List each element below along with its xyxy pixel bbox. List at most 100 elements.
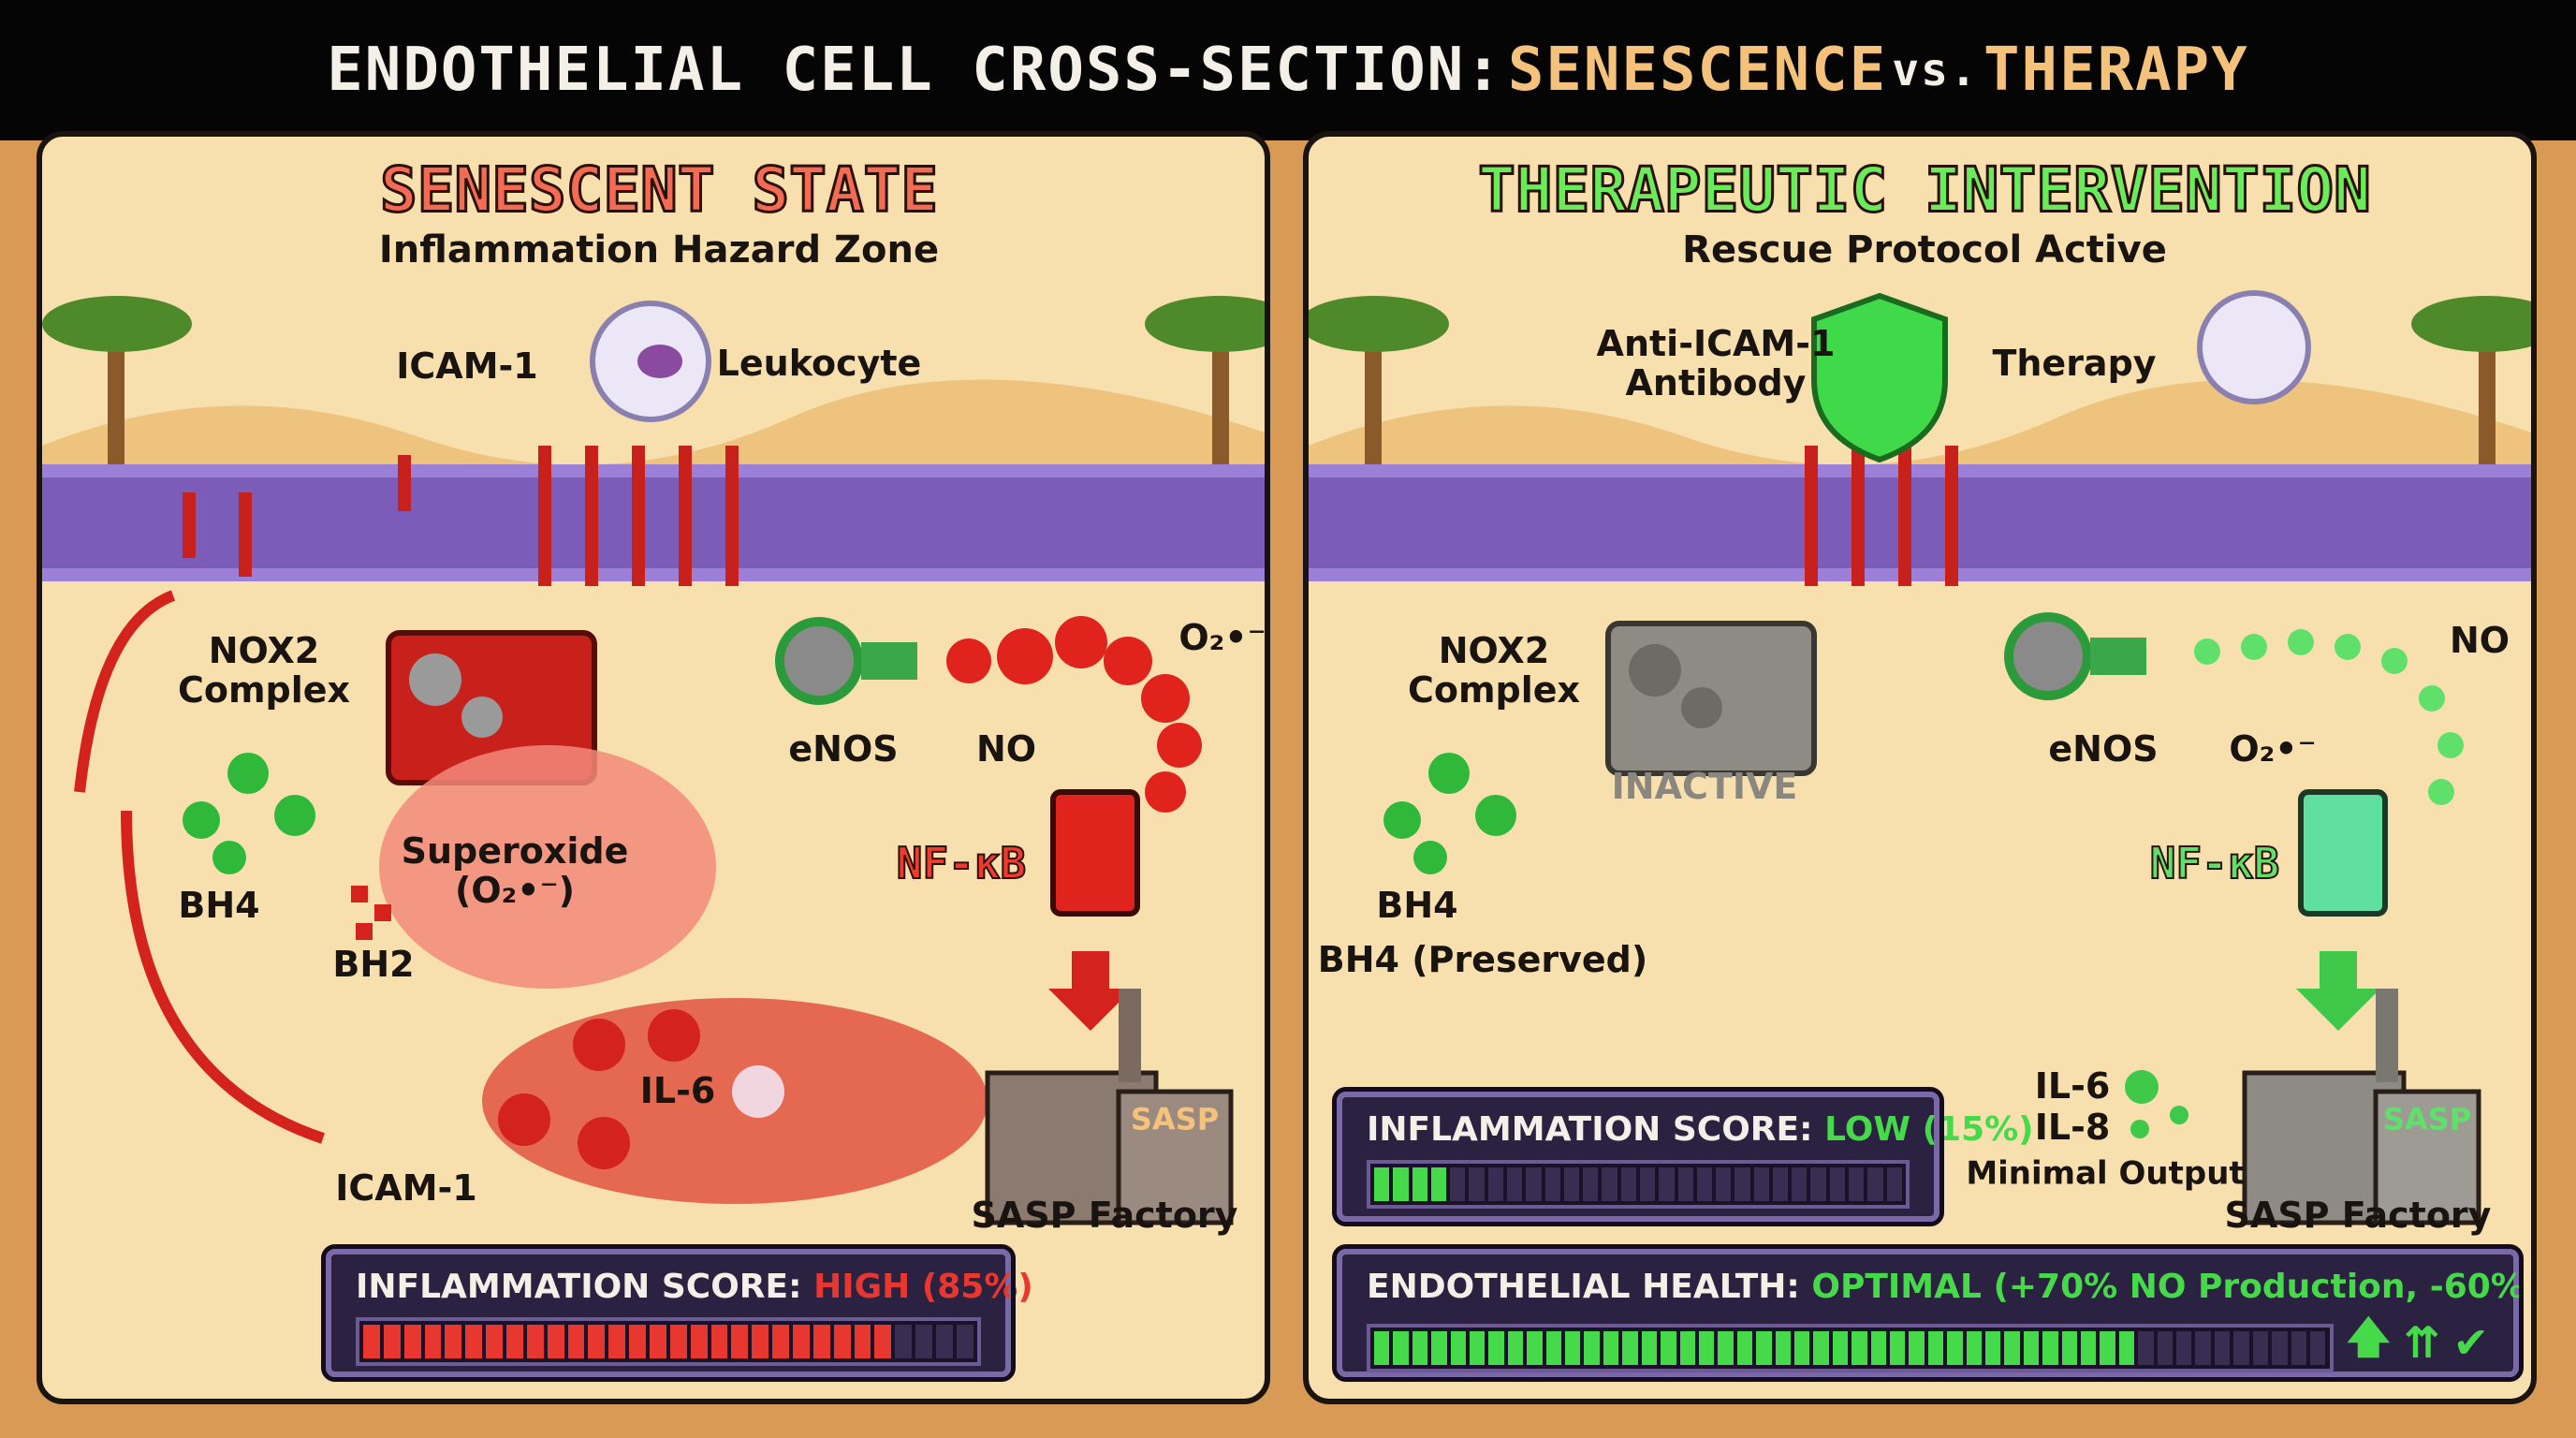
progress-segment <box>2004 1331 2020 1365</box>
progress-segment <box>1829 1167 1846 1201</box>
progress-segment <box>772 1325 790 1358</box>
progress-segment <box>2100 1331 2115 1365</box>
label-sasp-factory: SASP Factory <box>971 1195 1238 1237</box>
progress-segment <box>936 1325 953 1358</box>
progress-segment <box>2214 1331 2231 1365</box>
progress-segment <box>1716 1167 1732 1201</box>
progress-segment <box>710 1325 728 1358</box>
progress-segment <box>915 1325 933 1358</box>
progress-segment <box>1603 1331 1619 1365</box>
progress-segment <box>833 1325 851 1358</box>
title-bar: ENDOTHELIAL CELL CROSS-SECTION: SENESCEN… <box>0 0 2576 140</box>
progress-segment <box>1545 1331 1562 1365</box>
progress-segment <box>1544 1167 1560 1201</box>
label-leukocyte: Leukocyte <box>716 343 922 385</box>
icam-receptor-icon <box>1805 446 1958 586</box>
label-nox2: NOX2 Complex <box>1407 630 1581 711</box>
progress-segment <box>854 1325 871 1358</box>
panel-title: THERAPEUTIC INTERVENTION <box>1477 153 2373 227</box>
progress-segment <box>669 1325 687 1358</box>
progress-segment <box>1886 1167 1902 1201</box>
progress-segment <box>1718 1331 1734 1365</box>
score-label: INFLAMMATION SCORE: <box>356 1268 802 1306</box>
shield-icon <box>1811 292 1948 463</box>
inflammation-progress-bar <box>1367 1160 1910 1209</box>
progress-segment <box>629 1325 647 1358</box>
label-bh4: BH4 <box>178 885 260 927</box>
label-nox2: NOX2 Complex <box>177 630 351 711</box>
progress-segment <box>1620 1167 1636 1201</box>
sasp-factory-icon <box>2242 989 2481 1225</box>
label-antibody: Anti-ICAM-1 Antibody <box>1596 323 1836 404</box>
progress-segment <box>956 1325 973 1358</box>
progress-segment <box>2081 1331 2097 1365</box>
progress-segment <box>1450 1331 1467 1365</box>
progress-segment <box>608 1325 626 1358</box>
endothelial-health-panel: ENDOTHELIAL HEALTH: OPTIMAL (+70% NO Pro… <box>1332 1244 2531 1382</box>
label-il6: IL-6 <box>639 1070 716 1112</box>
bh4-molecule-icon <box>1383 753 1516 874</box>
progress-segment <box>1584 1331 1600 1365</box>
title-main: ENDOTHELIAL CELL CROSS-SECTION: <box>327 36 1503 105</box>
label-sasp-factory: SASP Factory <box>2224 1195 2492 1237</box>
score-value: HIGH (85%) <box>813 1268 1033 1306</box>
therapy-panel: THERAPEUTIC INTERVENTION Rescue Protocol… <box>1303 131 2537 1404</box>
label-enos: eNOS <box>788 728 899 770</box>
health-progress-bar <box>1367 1324 2334 1372</box>
progress-segment <box>2118 1331 2135 1365</box>
progress-segment <box>2195 1331 2211 1365</box>
progress-segment <box>1661 1331 1676 1365</box>
progress-segment <box>1526 1167 1542 1201</box>
superoxide-stream <box>946 616 1202 813</box>
label-enos: eNOS <box>2048 728 2159 770</box>
sasp-factory-icon <box>985 989 1234 1225</box>
skull-icon <box>732 1065 784 1118</box>
progress-segment <box>2023 1331 2040 1365</box>
progress-segment <box>2309 1331 2326 1365</box>
progress-segment <box>1852 1331 1867 1365</box>
progress-segment <box>403 1325 421 1358</box>
progress-segment <box>1849 1167 1865 1201</box>
bh4-molecule-icon <box>183 753 315 874</box>
panel-subtitle: Rescue Protocol Active <box>1682 228 2167 271</box>
progress-segment <box>1736 1331 1753 1365</box>
progress-segment <box>731 1325 749 1358</box>
label-no: NO <box>2449 620 2510 662</box>
progress-segment <box>690 1325 708 1358</box>
cell-membrane <box>42 464 1265 581</box>
progress-segment <box>588 1325 606 1358</box>
progress-segment <box>1450 1167 1466 1201</box>
progress-segment <box>1506 1167 1523 1201</box>
leukocyte-icon <box>2197 290 2311 404</box>
progress-segment <box>424 1325 442 1358</box>
panel-title: SENESCENT STATE <box>378 153 939 227</box>
score-label: INFLAMMATION SCORE: <box>1367 1110 1813 1149</box>
progress-segment <box>1756 1331 1772 1365</box>
progress-segment <box>2138 1331 2154 1365</box>
progress-segment <box>1507 1331 1524 1365</box>
progress-segment <box>1393 1167 1409 1201</box>
progress-segment <box>1985 1331 2001 1365</box>
progress-segment <box>1583 1167 1599 1201</box>
double-arrow-up-icon: ⇈ <box>2403 1317 2440 1368</box>
progress-segment <box>1488 1331 1504 1365</box>
progress-segment <box>2061 1331 2078 1365</box>
skull-icon <box>2125 1070 2188 1138</box>
progress-segment <box>1775 1331 1791 1365</box>
label-no: NO <box>975 728 1037 770</box>
label-o2: O₂•⁻ <box>1178 617 1266 659</box>
nfkb-switch-icon <box>2298 789 2388 917</box>
feedback-arrow <box>121 810 325 1144</box>
health-label: ENDOTHELIAL HEALTH: <box>1367 1268 1800 1306</box>
progress-segment <box>650 1325 666 1358</box>
progress-segment <box>2157 1331 2174 1365</box>
progress-segment <box>1412 1167 1427 1201</box>
progress-segment <box>2291 1331 2306 1365</box>
label-therapy: Therapy <box>1992 343 2157 385</box>
label-bh2: BH2 <box>332 944 415 986</box>
progress-segment <box>526 1325 544 1358</box>
progress-segment <box>363 1325 380 1358</box>
progress-segment <box>1563 1167 1580 1201</box>
senescent-illustration <box>42 296 1265 1225</box>
nox2-complex-icon <box>386 630 597 785</box>
